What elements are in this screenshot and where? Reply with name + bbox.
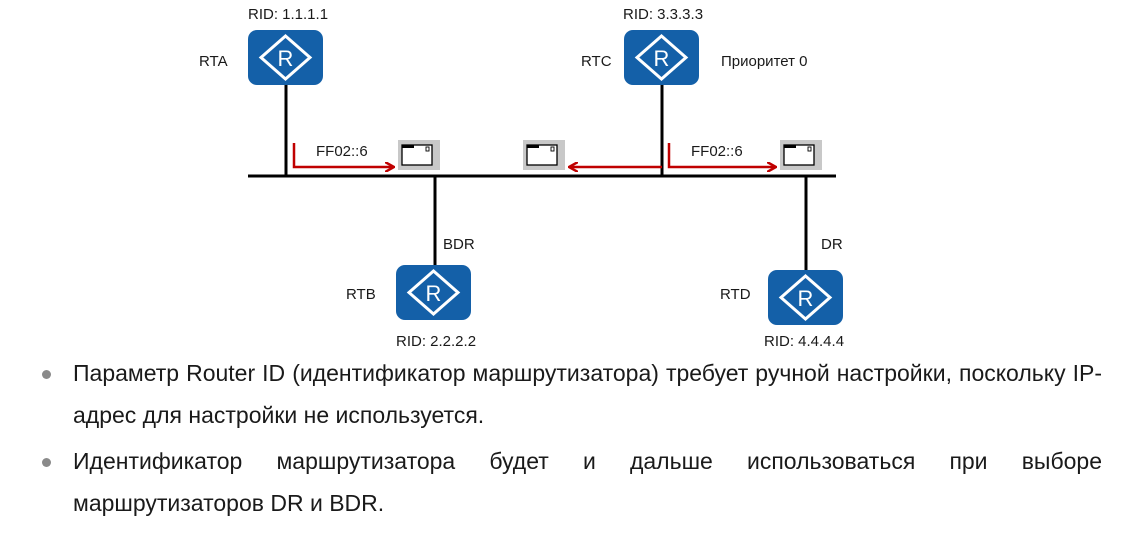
- router-rta[interactable]: R: [246, 28, 325, 87]
- router-icon-letter: R: [278, 46, 294, 71]
- packet-icon-3: [779, 139, 823, 171]
- arrow-rta-to-packet: [292, 143, 393, 167]
- router-icon-letter: R: [426, 281, 442, 306]
- bullet-list: Параметр Router ID (идентификатор маршру…: [40, 352, 1102, 528]
- router-rtb[interactable]: R: [394, 263, 473, 322]
- multicast-address-right: FF02::6: [691, 143, 743, 160]
- arrow-rtc-to-right-packet: [667, 143, 775, 167]
- ospf-network-diagram: R RID: 1.1.1.1 RTA R RID: 3.3.3.3 RTC Пр…: [199, 6, 845, 350]
- rtc-rid: RID: 3.3.3.3: [623, 6, 703, 23]
- bullet-item: Идентификатор маршрутизатора будет и дал…: [40, 440, 1102, 524]
- router-rtd[interactable]: R: [766, 268, 845, 327]
- rtd-name: RTD: [720, 286, 751, 303]
- packet-icon-2: [522, 139, 566, 171]
- bullet-item: Параметр Router ID (идентификатор маршру…: [40, 352, 1102, 436]
- rtc-name: RTC: [581, 53, 612, 70]
- bullet-dot-icon: [42, 370, 51, 379]
- rtb-role: BDR: [443, 236, 475, 253]
- bullet-text: Идентификатор маршрутизатора будет и дал…: [73, 448, 1102, 516]
- router-icon-letter: R: [654, 46, 670, 71]
- rta-name: RTA: [199, 53, 228, 70]
- rtb-rid: RID: 2.2.2.2: [396, 333, 476, 350]
- multicast-address-left: FF02::6: [316, 143, 368, 160]
- rtb-name: RTB: [346, 286, 376, 303]
- bullet-dot-icon: [42, 458, 51, 467]
- bullet-text: Параметр Router ID (идентификатор маршру…: [73, 360, 1102, 428]
- rtd-rid: RID: 4.4.4.4: [764, 333, 844, 350]
- rta-rid: RID: 1.1.1.1: [248, 6, 328, 23]
- rtd-role: DR: [821, 236, 843, 253]
- packet-icon-1: [397, 139, 441, 171]
- rtc-priority: Приоритет 0: [721, 53, 808, 70]
- router-rtc[interactable]: R: [622, 28, 701, 87]
- router-icon-letter: R: [798, 286, 814, 311]
